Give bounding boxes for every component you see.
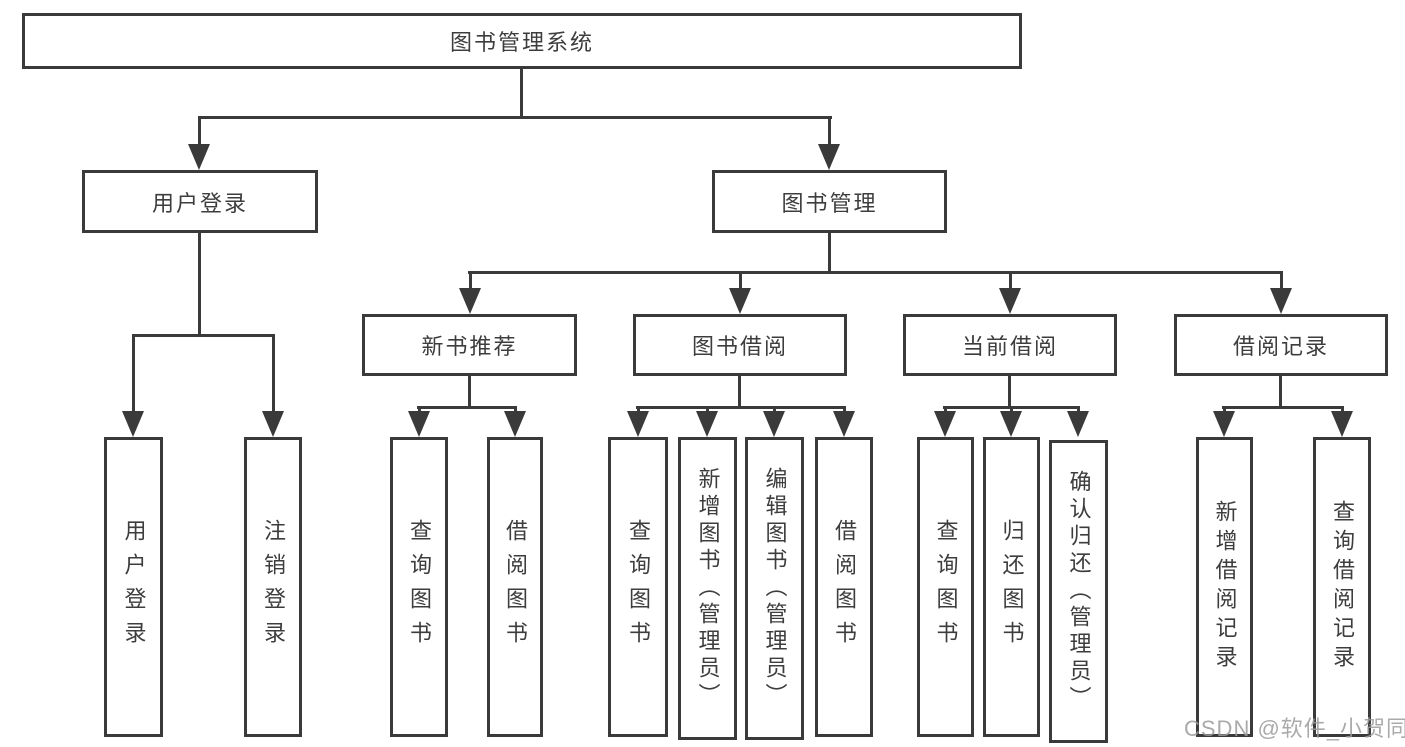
- leaf-cb-return-books: 归还图书: [983, 437, 1040, 737]
- connector-line: [738, 376, 741, 408]
- connector-line: [1223, 408, 1226, 413]
- leaf-cb-return-books-label: 归还图书: [999, 519, 1025, 655]
- connector-line: [132, 336, 135, 413]
- leaf-rec-query-books: 查询图书: [390, 437, 448, 737]
- connector-line: [1280, 273, 1283, 290]
- connector-line: [944, 408, 947, 413]
- arrow-down-icon: [999, 288, 1021, 314]
- arrow-down-icon: [459, 288, 481, 314]
- connector-line: [198, 116, 832, 119]
- connector-line: [198, 118, 201, 148]
- connector-line: [132, 334, 275, 337]
- connector-line: [1222, 406, 1344, 409]
- leaf-bb-add-books-admin: 新增图书（管理员）: [678, 437, 737, 740]
- leaf-logout: 注销登录: [244, 437, 302, 737]
- connector-line: [468, 376, 471, 408]
- node-library-system-label: 图书管理系统: [449, 30, 594, 55]
- node-user-login-label: 用户登录: [151, 190, 248, 216]
- leaf-br-add-record: 新增借阅记录: [1196, 437, 1253, 737]
- connector-line: [637, 408, 640, 413]
- connector-line: [514, 408, 517, 413]
- node-user-login: 用户登录: [82, 170, 318, 233]
- leaf-br-query-record: 查询借阅记录: [1313, 437, 1371, 737]
- connector-line: [828, 118, 831, 148]
- leaf-rec-borrow-books: 借阅图书: [487, 437, 543, 737]
- csdn-watermark: CSDN @软件_小贺同学: [1184, 716, 1405, 741]
- leaf-bb-edit-books-admin: 编辑图书（管理员）: [745, 437, 804, 740]
- connector-line: [943, 406, 1080, 409]
- node-current-borrowing-label: 当前借阅: [961, 334, 1058, 359]
- leaf-bb-add-books-admin-label: 新增图书（管理员）: [695, 467, 721, 710]
- leaf-bb-query-books-label: 查询图书: [626, 519, 651, 655]
- leaf-cb-confirm-return-admin: 确认归还（管理员）: [1049, 440, 1108, 743]
- arrow-down-icon: [188, 144, 210, 170]
- arrow-down-icon: [1270, 288, 1292, 314]
- leaf-user-login-label: 用户登录: [121, 519, 147, 655]
- leaf-bb-edit-books-admin-label: 编辑图书（管理员）: [762, 467, 788, 710]
- arrow-down-icon: [818, 144, 840, 170]
- connector-line: [1010, 408, 1013, 413]
- connector-line: [1077, 408, 1080, 413]
- arrow-down-icon: [729, 288, 751, 314]
- node-new-book-recommend-label: 新书推荐: [421, 334, 518, 359]
- arrow-down-icon: [1000, 411, 1022, 437]
- arrow-down-icon: [122, 411, 144, 437]
- node-borrow-records-label: 借阅记录: [1232, 334, 1329, 359]
- leaf-logout-label: 注销登录: [261, 519, 286, 655]
- leaf-bb-borrow-books-label: 借阅图书: [832, 519, 857, 655]
- arrow-down-icon: [408, 411, 430, 437]
- connector-line: [828, 233, 831, 273]
- connector-line: [417, 406, 517, 409]
- connector-line: [843, 408, 846, 413]
- leaf-br-query-record-label: 查询借阅记录: [1330, 500, 1355, 674]
- node-book-borrowing-label: 图书借阅: [691, 334, 788, 359]
- connector-line: [520, 69, 523, 118]
- leaf-bb-borrow-books: 借阅图书: [815, 437, 873, 737]
- arrow-down-icon: [1213, 411, 1235, 437]
- leaf-br-add-record-label: 新增借阅记录: [1212, 500, 1238, 674]
- arrow-down-icon: [934, 411, 956, 437]
- leaf-bb-query-books: 查询图书: [608, 437, 668, 737]
- arrow-down-icon: [262, 411, 284, 437]
- node-borrow-records: 借阅记录: [1174, 314, 1388, 376]
- connector-line: [272, 336, 275, 413]
- node-current-borrowing: 当前借阅: [903, 314, 1117, 376]
- leaf-rec-borrow-books-label: 借阅图书: [503, 519, 528, 655]
- arrow-down-icon: [504, 411, 526, 437]
- node-new-book-recommend: 新书推荐: [362, 314, 577, 376]
- leaf-cb-confirm-return-admin-label: 确认归还（管理员）: [1066, 470, 1092, 713]
- arrow-down-icon: [763, 411, 785, 437]
- arrow-down-icon: [1331, 411, 1353, 437]
- connector-line: [1008, 376, 1011, 408]
- leaf-rec-query-books-label: 查询图书: [407, 519, 432, 655]
- connector-line: [468, 271, 1283, 274]
- node-book-borrowing: 图书借阅: [633, 314, 847, 376]
- connector-line: [1009, 273, 1012, 290]
- arrow-down-icon: [833, 411, 855, 437]
- connector-line: [636, 406, 846, 409]
- connector-line: [469, 273, 472, 290]
- connector-line: [1279, 376, 1282, 408]
- node-book-management-label: 图书管理: [781, 190, 878, 216]
- leaf-user-login: 用户登录: [104, 437, 163, 737]
- leaf-cb-query-books: 查询图书: [917, 437, 974, 737]
- connector-line: [706, 408, 709, 413]
- arrow-down-icon: [627, 411, 649, 437]
- connector-line: [418, 408, 421, 413]
- connector-line: [773, 408, 776, 413]
- connector-line: [198, 233, 201, 336]
- connector-line: [1341, 408, 1344, 413]
- arrow-down-icon: [696, 411, 718, 437]
- arrow-down-icon: [1067, 411, 1089, 437]
- connector-line: [739, 273, 742, 290]
- node-book-management: 图书管理: [712, 170, 947, 233]
- node-library-system: 图书管理系统: [22, 13, 1022, 69]
- leaf-cb-query-books-label: 查询图书: [933, 519, 959, 655]
